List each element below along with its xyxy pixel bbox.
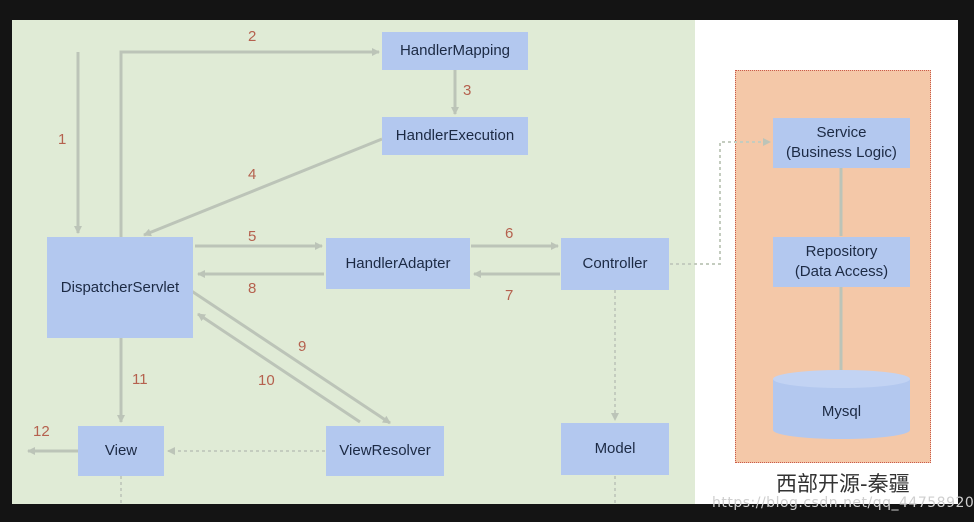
handler-mapping-label: HandlerMapping xyxy=(399,42,511,59)
arrow-9 xyxy=(189,288,391,425)
arrow-10 xyxy=(197,312,361,424)
controller-label: Controller xyxy=(582,255,648,272)
dispatcher-servlet-label: DispatcherServlet xyxy=(60,278,180,296)
step-1: 1 xyxy=(58,131,67,148)
handler-adapter-label: HandlerAdapter xyxy=(345,254,451,272)
arrow-4 xyxy=(143,137,383,237)
dotted-controller-to-service xyxy=(670,138,771,265)
handler-execution-node: HandlerExecution xyxy=(382,117,528,155)
controller-node: Controller xyxy=(561,238,669,290)
step-9: 9 xyxy=(298,338,307,355)
watermark-author: 西部开源-秦疆 xyxy=(776,472,910,496)
view-resolver-label: ViewResolver xyxy=(339,442,431,459)
step-2: 2 xyxy=(248,28,257,45)
model-node: Model xyxy=(561,423,669,475)
mysql-label: Mysql xyxy=(821,403,862,420)
handler-adapter-node: HandlerAdapter xyxy=(326,238,470,289)
mysql-node: Mysql xyxy=(773,390,910,434)
watermark-url: https://blog.csdn.net/qq_44758920 xyxy=(712,495,974,511)
arrow-2 xyxy=(119,48,380,237)
step-10: 10 xyxy=(258,372,275,389)
handler-execution-label: HandlerExecution xyxy=(395,127,515,144)
step-12: 12 xyxy=(33,423,50,440)
repository-label: Repository (Data Access) xyxy=(794,243,889,280)
handler-mapping-node: HandlerMapping xyxy=(382,32,528,70)
model-label: Model xyxy=(594,440,636,457)
step-3: 3 xyxy=(463,82,472,99)
step-4: 4 xyxy=(248,166,257,183)
step-11: 11 xyxy=(132,371,148,388)
step-8: 8 xyxy=(248,280,257,297)
step-7: 7 xyxy=(505,287,514,304)
dispatcher-servlet-node: DispatcherServlet xyxy=(47,237,193,338)
service-node: Service (Business Logic) xyxy=(773,118,910,168)
view-resolver-node: ViewResolver xyxy=(326,426,444,476)
mysql-cylinder xyxy=(773,370,910,439)
view-node: View xyxy=(78,426,164,476)
step-5: 5 xyxy=(248,228,257,245)
repository-node: Repository (Data Access) xyxy=(773,237,910,287)
step-6: 6 xyxy=(505,225,514,242)
view-label: View xyxy=(104,442,138,459)
service-label: Service (Business Logic) xyxy=(786,124,897,161)
